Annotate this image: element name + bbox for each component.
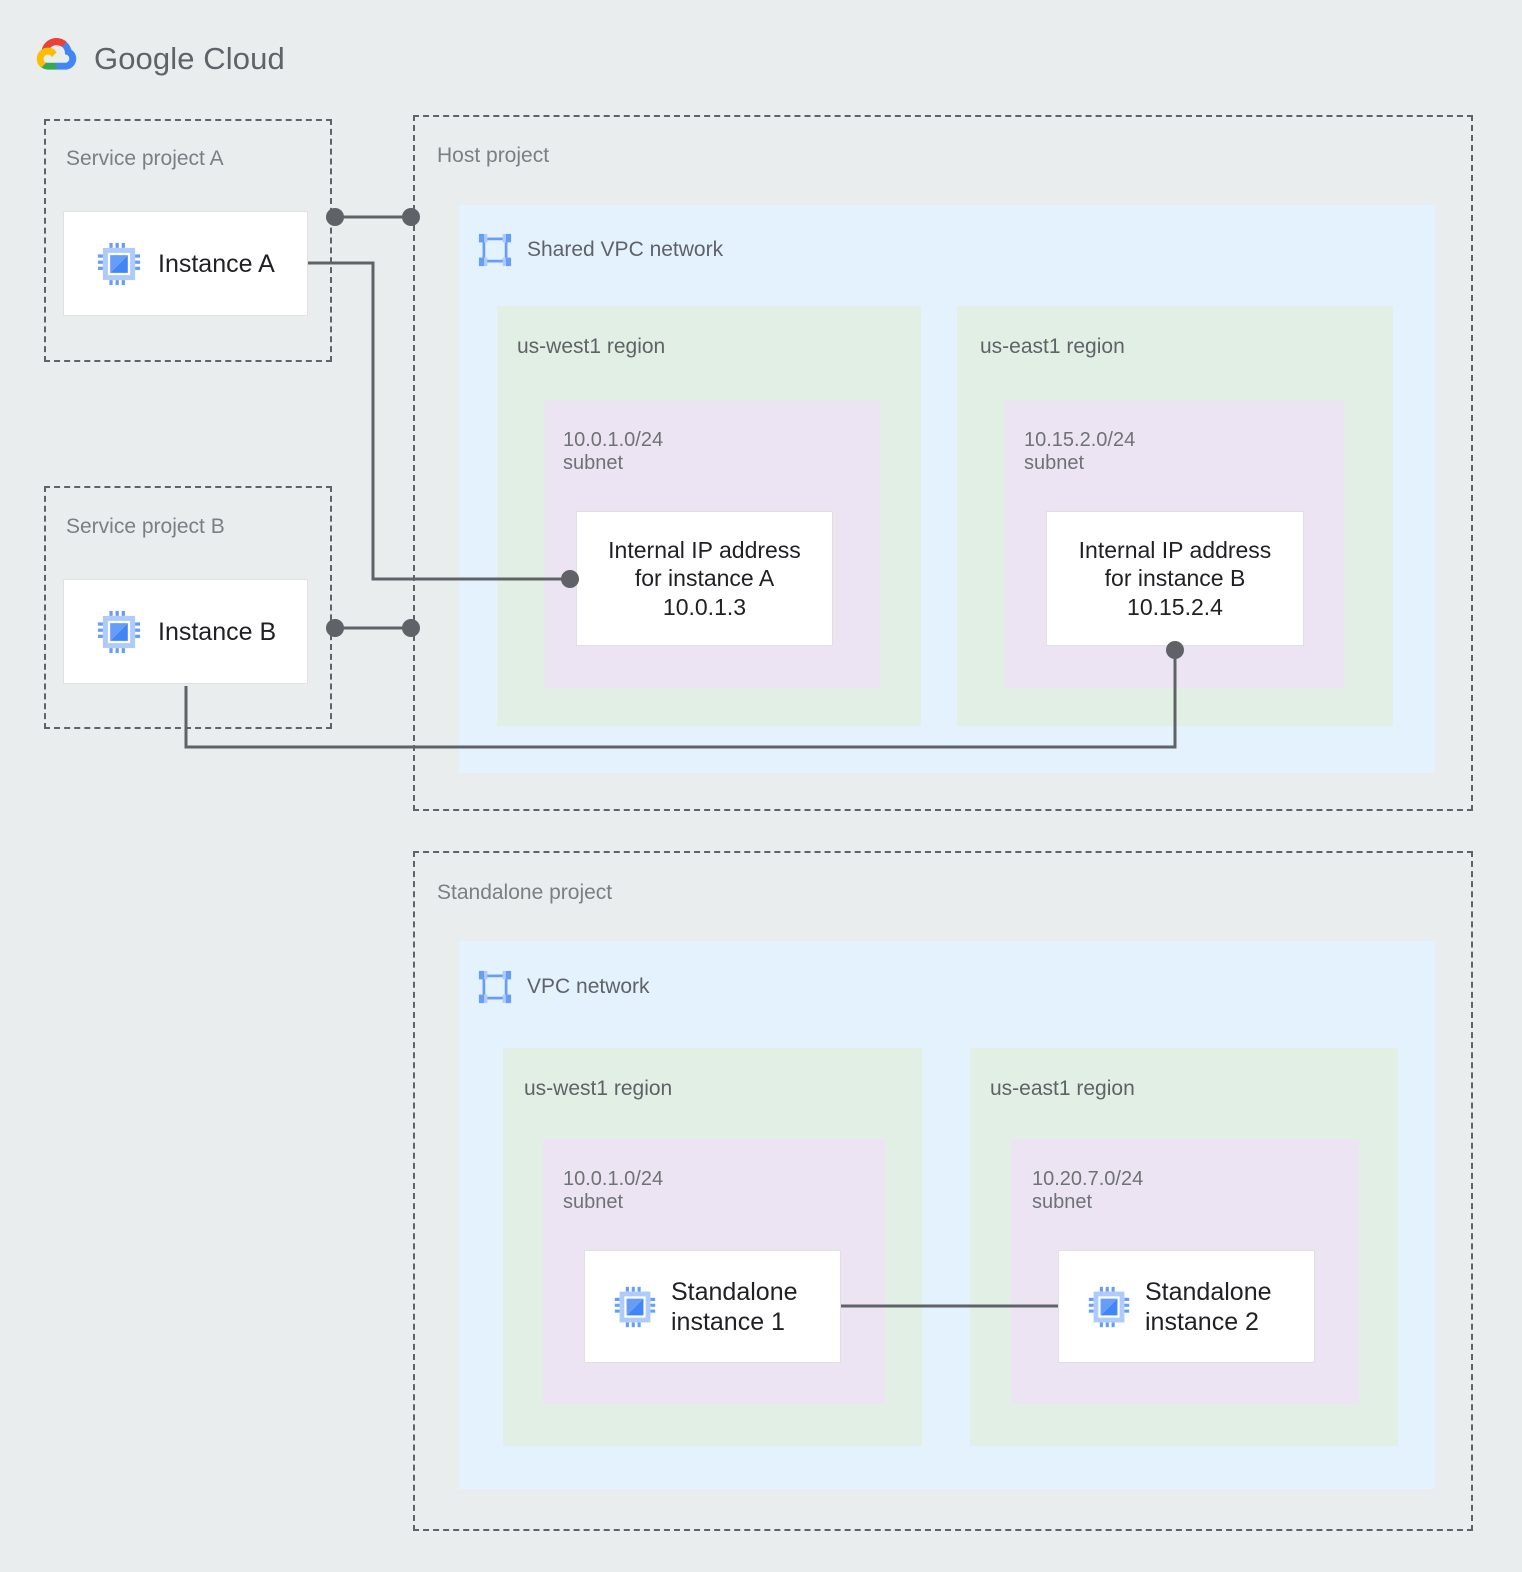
- host-region-us-west1-label: us-west1 region: [517, 335, 666, 358]
- google-cloud-logo-icon: [36, 37, 80, 79]
- host-subnet-10-0-1-0-24-label: 10.0.1.0/24 subnet: [563, 429, 664, 474]
- internal-ip-instance-b-card[interactable]: Internal IP address for instance B 10.15…: [1046, 511, 1304, 646]
- instance-a-label: Instance A: [158, 249, 275, 278]
- instance-a-card[interactable]: Instance A: [63, 211, 308, 316]
- host-subnet-10-15-2-0-24-label: 10.15.2.0/24 subnet: [1024, 429, 1136, 474]
- compute-instance-icon: [613, 1285, 657, 1329]
- standalone-subnet-10-0-1-0-24-label: 10.0.1.0/24 subnet: [563, 1168, 664, 1213]
- shared-vpc-network-title: Shared VPC network: [527, 238, 724, 261]
- compute-instance-icon: [96, 241, 142, 287]
- compute-instance-icon: [1087, 1285, 1131, 1329]
- internal-ip-instance-a-card[interactable]: Internal IP address for instance A 10.0.…: [576, 511, 833, 646]
- brand-name-primary: Google: [94, 40, 195, 76]
- standalone-vpc-network-header: VPC network: [477, 969, 650, 1005]
- internal-ip-instance-a-text: Internal IP address for instance A 10.0.…: [608, 537, 801, 620]
- instance-b-card[interactable]: Instance B: [63, 579, 308, 684]
- brand-wordmark: Google Cloud: [94, 41, 285, 77]
- standalone-project-container: [413, 851, 1473, 1531]
- vpc-network-icon: [477, 969, 513, 1005]
- standalone-instance-1-label: Standalone instance 1: [671, 1277, 798, 1336]
- standalone-instance-2-label: Standalone instance 2: [1145, 1277, 1272, 1336]
- vpc-network-icon: [477, 232, 513, 268]
- standalone-instance-1-card[interactable]: Standalone instance 1: [584, 1250, 841, 1363]
- host-region-us-east1-label: us-east1 region: [980, 335, 1125, 358]
- standalone-project-label: Standalone project: [437, 881, 613, 904]
- shared-vpc-network-header: Shared VPC network: [477, 232, 723, 268]
- host-project-label: Host project: [437, 144, 550, 167]
- service-project-b-label: Service project B: [66, 515, 225, 538]
- standalone-vpc-network-title: VPC network: [527, 975, 650, 998]
- standalone-region-us-east1-label: us-east1 region: [990, 1077, 1135, 1100]
- brand-name-secondary: Cloud: [203, 40, 285, 76]
- service-project-a-label: Service project A: [66, 147, 224, 170]
- standalone-subnet-10-20-7-0-24-label: 10.20.7.0/24 subnet: [1032, 1168, 1144, 1213]
- internal-ip-instance-b-text: Internal IP address for instance B 10.15…: [1078, 537, 1272, 620]
- google-cloud-logo: Google Cloud: [36, 37, 285, 79]
- instance-b-label: Instance B: [158, 617, 277, 646]
- service-project-a-container: [44, 119, 332, 362]
- compute-instance-icon: [96, 609, 142, 655]
- standalone-instance-2-card[interactable]: Standalone instance 2: [1058, 1250, 1315, 1363]
- standalone-region-us-west1-label: us-west1 region: [524, 1077, 673, 1100]
